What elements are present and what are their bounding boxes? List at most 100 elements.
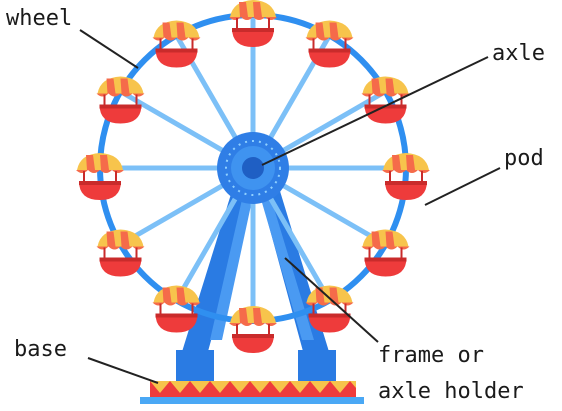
pod-post xyxy=(268,324,270,336)
pod-roof-stripe xyxy=(86,155,95,170)
pod-roof-edge xyxy=(96,93,145,97)
pod xyxy=(361,76,410,124)
pod-cup-rim xyxy=(99,104,142,109)
pod-roof xyxy=(230,0,276,17)
pod-post xyxy=(312,38,315,51)
pod-roof xyxy=(230,306,276,323)
pod-roof-stripe xyxy=(406,155,415,170)
frame-leg-right-inner xyxy=(256,182,314,340)
label-base: base xyxy=(14,337,67,362)
pod-roof-stripe xyxy=(120,231,130,247)
pod-post xyxy=(368,247,371,260)
leader-lines xyxy=(79,29,501,384)
label-axle: axle xyxy=(492,41,545,66)
pod xyxy=(152,285,201,333)
pod-roof-stripe xyxy=(385,231,395,247)
pod-cup-rim xyxy=(308,48,351,53)
pod-roof-edge xyxy=(76,170,124,173)
pod-post xyxy=(135,94,138,107)
pod-cup-rim xyxy=(232,334,274,338)
pod-roof xyxy=(97,229,144,247)
pod-cup xyxy=(232,334,274,353)
pod-roof xyxy=(383,153,429,170)
pod xyxy=(361,229,410,277)
pod-post xyxy=(191,38,194,51)
pod-post xyxy=(389,171,391,183)
pod-cup xyxy=(308,313,351,333)
pod-post xyxy=(103,247,106,260)
pod-post xyxy=(344,38,347,51)
label-pod: pod xyxy=(504,146,544,171)
pod xyxy=(96,76,145,124)
pod-roof-edge xyxy=(361,246,410,250)
pod xyxy=(382,153,430,200)
pod-roof-edge xyxy=(152,37,201,41)
pod-roof xyxy=(362,229,409,247)
pod-cup xyxy=(99,257,142,277)
pod-post xyxy=(312,303,315,316)
base xyxy=(140,381,364,404)
pod-post xyxy=(135,247,138,260)
pod-post xyxy=(344,303,347,316)
pod-roof-stripe xyxy=(176,22,186,38)
label-frame-line1: frame or xyxy=(378,343,484,368)
pod-cup-rim xyxy=(232,28,274,32)
pod-roof-stripe xyxy=(392,155,401,170)
pod-roof-edge xyxy=(229,323,277,326)
pod-cup-rim xyxy=(385,181,427,185)
pod-roof-stripe xyxy=(329,287,339,303)
pod-cup xyxy=(155,313,198,333)
pod-roof-stripe xyxy=(315,22,325,38)
pod-post xyxy=(83,171,85,183)
pod xyxy=(229,306,277,353)
pod-roof-stripe xyxy=(239,308,248,323)
pod-post xyxy=(268,18,270,30)
frame-foot-left xyxy=(176,350,214,382)
pod-roof-stripe xyxy=(253,308,262,323)
axle-hub xyxy=(217,132,289,204)
pod-post xyxy=(368,94,371,107)
pod-cup xyxy=(79,181,121,200)
pod-roof-stripe xyxy=(162,22,172,38)
pod-post xyxy=(236,324,238,336)
pod-post xyxy=(400,247,403,260)
pod-post xyxy=(159,38,162,51)
leader-axle xyxy=(261,56,489,166)
pod-roof xyxy=(306,20,353,38)
pod-cup xyxy=(99,104,142,124)
pod-roof-stripe xyxy=(239,2,248,17)
pod-roof-stripe xyxy=(371,231,381,247)
pod-roof-edge xyxy=(382,170,430,173)
leader-wheel xyxy=(79,29,139,69)
pod-roof-edge xyxy=(96,246,145,250)
pod xyxy=(76,153,124,200)
pod xyxy=(305,285,354,333)
pod-cup-rim xyxy=(99,257,142,262)
pod-roof-edge xyxy=(305,302,354,306)
pod-roof-stripe xyxy=(371,78,381,94)
pod-roof-stripe xyxy=(253,2,262,17)
pod-post xyxy=(159,303,162,316)
pod-cup xyxy=(232,28,274,47)
pod-post xyxy=(400,94,403,107)
hub-ring xyxy=(225,140,281,196)
pod-post xyxy=(236,18,238,30)
frame-leg-left-inner xyxy=(210,182,256,340)
leader-base xyxy=(87,357,159,384)
frame-foot-right xyxy=(298,350,336,382)
pod-post xyxy=(191,303,194,316)
pod-roof xyxy=(97,76,144,94)
pod-roof-edge xyxy=(152,302,201,306)
pod-roof xyxy=(362,76,409,94)
base-zigzag xyxy=(150,381,356,393)
base-strip xyxy=(140,397,364,404)
pod xyxy=(152,20,201,68)
pod xyxy=(96,229,145,277)
leader-pod xyxy=(424,167,501,206)
pod-cup-rim xyxy=(79,181,121,185)
pod-roof-stripe xyxy=(162,287,172,303)
leader-frame xyxy=(284,257,379,343)
label-wheel: wheel xyxy=(6,6,72,31)
pod-cup-rim xyxy=(155,48,198,53)
